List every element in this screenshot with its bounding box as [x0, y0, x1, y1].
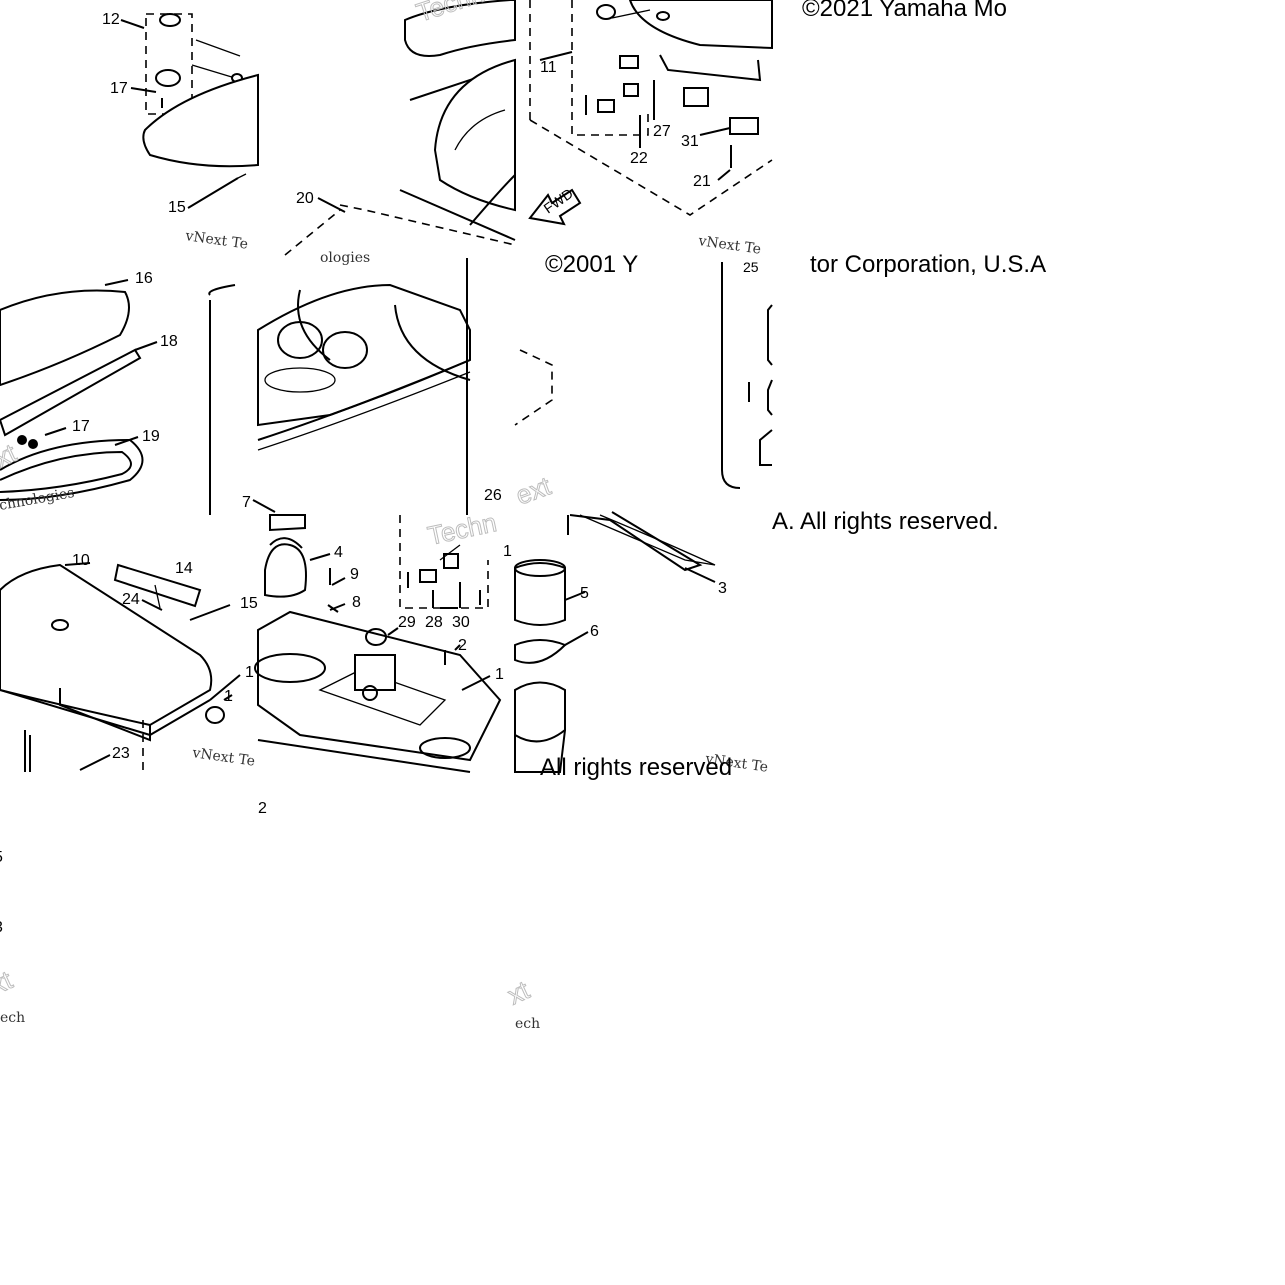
hatch-lid-part	[142, 73, 259, 168]
bow-rail-part	[404, 0, 516, 57]
hull-bow-part	[433, 58, 516, 212]
seat-left-part	[277, 321, 323, 359]
watermark-vnext-i: vNext Te	[190, 745, 256, 770]
console-lid-part	[628, 0, 773, 50]
callout-27: 27	[653, 123, 671, 140]
tile-bottom-right-center: 5 6 3 vNext Te All rights reserved ext	[511, 470, 769, 781]
callout-17a: 17	[110, 80, 128, 97]
callout-23: 23	[112, 745, 130, 762]
callout-9: 9	[350, 566, 359, 583]
callout-2a: 2	[458, 637, 467, 654]
hinge-part	[619, 55, 639, 69]
callout-4: 4	[334, 544, 343, 561]
tile-top-left: 12 17 15 vNext Te	[102, 11, 259, 253]
tile-mid-left: 16 18 17 19 chnologies	[0, 270, 236, 515]
callout-3: 3	[718, 580, 727, 597]
callout-6: 6	[590, 623, 599, 640]
tile-top-center: 20 Techn ologies	[284, 0, 516, 266]
catch-part	[729, 117, 759, 135]
watermark-vnext: vNext Te	[183, 228, 249, 253]
o-ring-part	[365, 628, 387, 646]
callout-8: 8	[352, 594, 361, 611]
callout-12: 12	[102, 11, 120, 28]
copyright-line2: ©2001 Y	[545, 251, 638, 278]
cup-holder-part	[264, 543, 307, 598]
tile-top-right-center: FWD 11 27 22 31 21 vNext Te	[528, 0, 773, 258]
clamp-part	[514, 639, 567, 664]
mount-bracket-part	[354, 654, 396, 691]
copyright-line5: All rights reserved	[540, 754, 732, 781]
callout-1d: 1	[503, 543, 512, 560]
callout-16: 16	[135, 270, 153, 287]
seat-right-part	[322, 331, 368, 369]
tile-mid-center: Techn	[257, 258, 500, 551]
tile-bottom-left: 10 14 24 15 1 1 23 vNext Te xt	[0, 437, 258, 772]
callout-31: 31	[681, 133, 699, 150]
callout-25: 25	[743, 259, 759, 275]
fragments-below: 5 3 xt ech xt ech	[0, 849, 540, 1032]
callout-1c: 1	[495, 666, 504, 683]
copyright-line4: A. All rights reserved.	[772, 508, 999, 535]
callout-18: 18	[160, 333, 178, 350]
latch-part	[683, 87, 709, 107]
callout-11: 11	[540, 59, 557, 76]
fragment-watermark-ech: ech	[0, 1010, 25, 1026]
callout-29: 29	[398, 614, 416, 631]
watermark-techn-f: Techn	[425, 507, 499, 551]
grommet-part	[155, 69, 181, 87]
tile-bottom-center: 7 4 9 8 29 28 30 2 1 1 26 2	[242, 487, 512, 817]
callout-1a: 1	[245, 664, 254, 681]
callout-21: 21	[693, 173, 711, 190]
watermark-vnext-c: vNext Te	[696, 233, 762, 258]
watermark-ologies-b: ologies	[320, 250, 370, 266]
callout-20: 20	[296, 190, 314, 207]
callout-19: 19	[142, 428, 160, 445]
callout-15a: 15	[168, 199, 186, 216]
callout-2b: 2	[258, 800, 267, 817]
copyright-line3: tor Corporation, U.S.A	[810, 251, 1046, 278]
watermark-ext-k: ext	[512, 470, 556, 510]
dashed-group-box	[145, 13, 193, 115]
mounting-rail-part	[0, 348, 142, 437]
fragment-3: 3	[0, 919, 3, 936]
tile-bottom-right: A. All rights reserved.	[772, 508, 999, 535]
callout-1b: 1	[224, 688, 233, 705]
storage-tray-lid-part	[0, 563, 213, 727]
fragment-watermark-ex: xt	[0, 964, 18, 1000]
lock-part	[596, 4, 616, 20]
fragment-watermark-ech2: ech	[515, 1016, 540, 1032]
seat-lid-part	[0, 289, 130, 387]
callout-22: 22	[630, 150, 648, 167]
callout-17b: 17	[72, 418, 90, 435]
callout-28: 28	[425, 614, 443, 631]
fragment-watermark-ex2: xt	[503, 974, 535, 1010]
callout-26: 26	[484, 487, 502, 504]
callout-5: 5	[580, 585, 589, 602]
callout-14: 14	[175, 560, 193, 577]
tile-mid-right-center: ©2001 Y	[514, 251, 741, 489]
hose-adapter-part	[514, 681, 566, 743]
callout-10: 10	[72, 552, 90, 569]
tile-mid-right: 25 tor Corporation, U.S.A	[743, 251, 1046, 466]
drain-plug-part	[159, 13, 181, 27]
callout-7: 7	[242, 494, 251, 511]
copyright-line1: ©2021 Yamaha Mo	[802, 0, 1007, 22]
tile-top-right: ©2021 Yamaha Mo	[802, 0, 1007, 22]
callout-15b: 15	[240, 595, 258, 612]
callout-30: 30	[452, 614, 470, 631]
callout-24: 24	[122, 591, 140, 608]
fragment-5: 5	[0, 849, 3, 866]
hinge-bar-part	[113, 563, 202, 608]
fwd-arrow: FWD	[528, 185, 582, 226]
sleeve-part	[514, 562, 566, 626]
